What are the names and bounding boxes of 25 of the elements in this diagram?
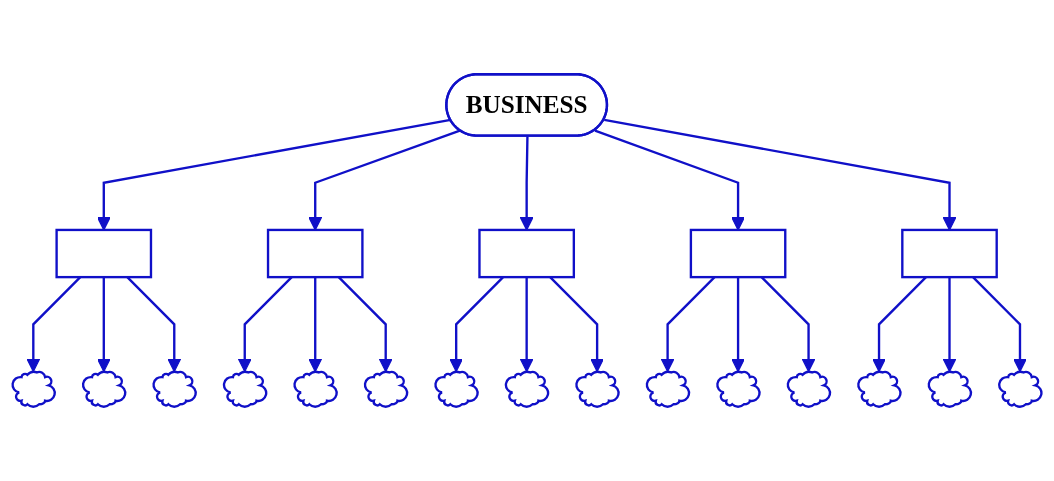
node-cloud	[645, 370, 691, 408]
node-box	[266, 228, 364, 279]
node-box	[689, 228, 787, 279]
node-cloud	[998, 370, 1043, 408]
node-cloud	[575, 370, 620, 408]
node-cloud	[152, 370, 197, 408]
node-cloud	[222, 370, 268, 408]
node-box	[478, 228, 575, 279]
node-cloud	[857, 370, 902, 408]
node-cloud	[11, 370, 56, 408]
node-cloud	[927, 370, 973, 408]
arrow	[519, 277, 534, 373]
arrow	[731, 277, 745, 373]
node-cloud	[716, 370, 761, 408]
node-box	[55, 228, 153, 279]
arrow	[96, 277, 111, 373]
node-cloud	[81, 370, 127, 408]
node-cloud	[504, 370, 550, 408]
node-cloud	[363, 370, 409, 408]
node-box	[901, 228, 998, 279]
arrow	[942, 277, 957, 373]
node-cloud	[434, 370, 479, 408]
arrow	[308, 277, 323, 373]
node-cloud	[293, 370, 338, 408]
node-cloud	[786, 370, 832, 408]
